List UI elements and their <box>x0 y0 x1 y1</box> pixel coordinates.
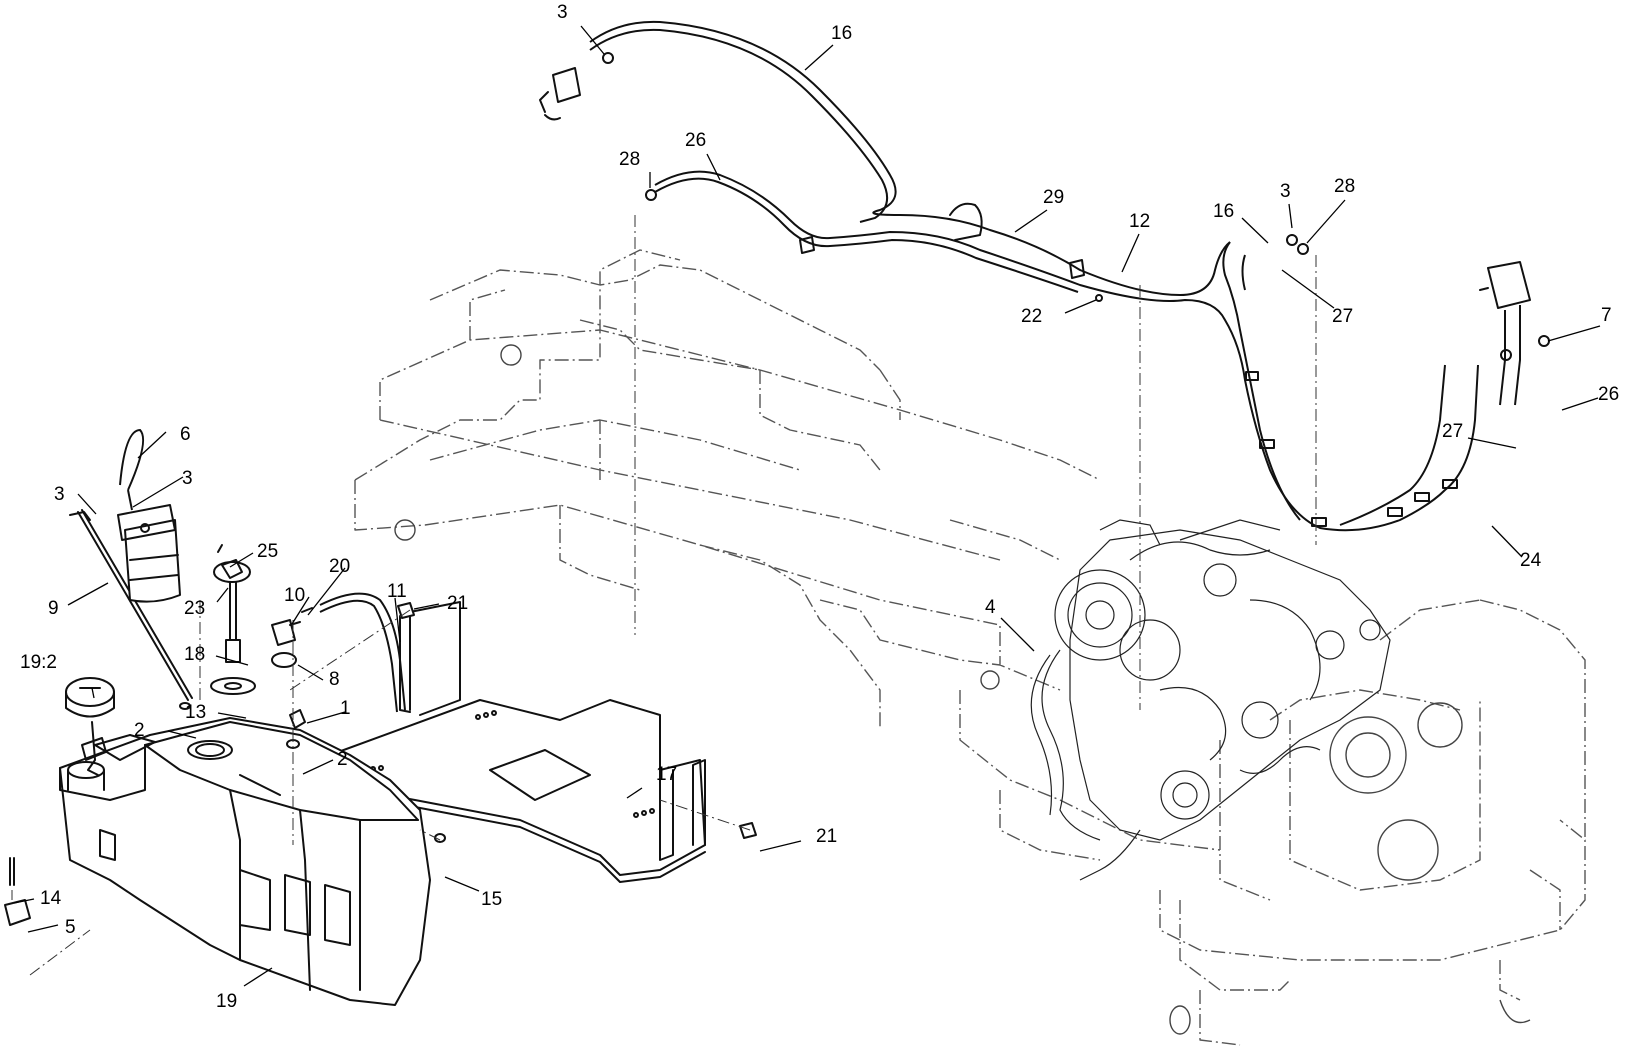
callout-28: 28 <box>619 149 640 170</box>
fuel-sender-unit <box>210 559 256 695</box>
leader-lines <box>13 25 1601 987</box>
callout-24: 24 <box>1520 550 1542 571</box>
callout-27: 27 <box>1332 306 1353 327</box>
callout-16: 16 <box>1213 201 1234 222</box>
hose-6 <box>119 428 145 511</box>
callout-21: 21 <box>816 826 837 847</box>
callout-12: 12 <box>1129 211 1150 232</box>
frame-phantom <box>354 249 1586 1046</box>
callout-11: 11 <box>387 581 407 602</box>
fuel-solenoid <box>539 67 581 121</box>
callout-3: 3 <box>1280 181 1291 202</box>
callout-18: 18 <box>184 644 205 665</box>
callout-26: 26 <box>685 130 706 151</box>
callout-1: 1 <box>340 698 351 719</box>
callout-labels: 3 16 28 26 29 12 16 3 28 22 27 7 26 27 2… <box>20 2 1619 1012</box>
connector-7 <box>1479 261 1531 406</box>
callout-17: 17 <box>656 764 677 785</box>
callout-26: 26 <box>1598 384 1619 405</box>
callout-2: 2 <box>337 749 348 770</box>
callout-29: 29 <box>1043 187 1064 208</box>
callout-3: 3 <box>54 484 65 505</box>
fuel-filter <box>117 504 181 603</box>
fuel-cap <box>65 677 115 776</box>
callout-22: 22 <box>1021 306 1042 327</box>
hose-harness <box>589 20 1550 532</box>
callout-4: 4 <box>985 597 996 618</box>
callout-14: 14 <box>40 888 62 909</box>
callout-8: 8 <box>329 669 340 690</box>
fittings <box>179 544 313 749</box>
callout-21: 21 <box>447 593 468 614</box>
callout-28: 28 <box>1334 176 1355 197</box>
callout-25: 25 <box>257 541 278 562</box>
callout-20: 20 <box>329 556 350 577</box>
callout-13: 13 <box>185 702 206 723</box>
callout-9: 9 <box>48 598 59 619</box>
callout-15: 15 <box>481 889 502 910</box>
callout-10: 10 <box>284 585 305 606</box>
callout-19-2: 19:2 <box>20 652 57 673</box>
centerlines <box>11 215 1317 976</box>
callout-5: 5 <box>65 917 76 938</box>
engine-assembly <box>1030 519 1391 881</box>
sender-rod <box>69 509 193 701</box>
callout-7: 7 <box>1601 305 1612 326</box>
callout-3: 3 <box>182 468 193 489</box>
callout-2: 2 <box>134 720 145 741</box>
callout-6: 6 <box>180 424 191 445</box>
callout-19: 19 <box>216 991 237 1012</box>
hose-11 <box>319 592 406 713</box>
callout-16: 16 <box>831 23 852 44</box>
callout-27: 27 <box>1442 421 1463 442</box>
callout-3: 3 <box>557 2 568 23</box>
fuel-tank <box>59 717 431 1006</box>
callout-23: 23 <box>184 598 205 619</box>
